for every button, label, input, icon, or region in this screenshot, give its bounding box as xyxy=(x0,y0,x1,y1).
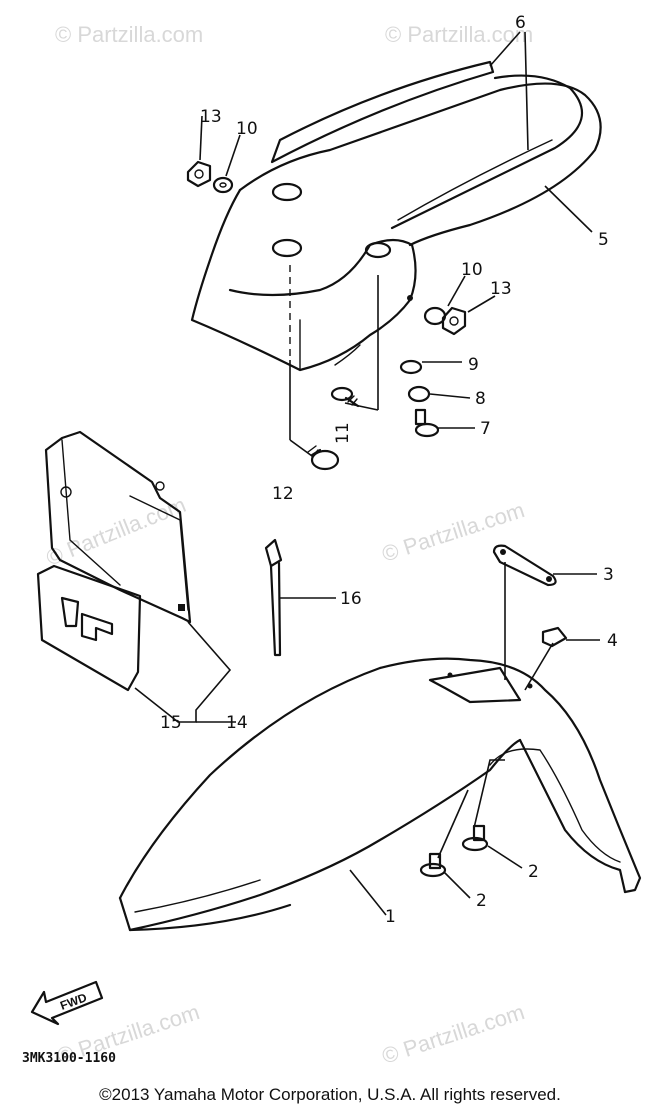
callout-3: 3 xyxy=(603,565,614,585)
callout-6: 6 xyxy=(515,13,526,33)
part-3-bracket xyxy=(492,544,557,587)
watermark: © Partzilla.com xyxy=(385,22,533,47)
callout-11: 11 xyxy=(333,422,353,444)
callout-13: 13 xyxy=(490,279,512,299)
watermark: © Partzilla.com xyxy=(55,22,203,47)
watermark: © Partzilla.com xyxy=(379,999,528,1069)
forward-arrow-icon: FWD xyxy=(30,980,104,1026)
callout-2: 2 xyxy=(476,891,487,911)
callout-8: 8 xyxy=(475,389,486,409)
callouts: 1 2 2 3 4 5 6 7 8 9 10 10 11 12 13 13 14… xyxy=(160,13,618,927)
callout-15: 15 xyxy=(160,713,182,733)
part-5-rear-fender xyxy=(190,82,602,372)
part-15-plate xyxy=(36,564,142,692)
part-2-screws xyxy=(419,824,489,878)
part-14-side-cover xyxy=(44,430,192,624)
callout-10: 10 xyxy=(236,119,258,139)
callout-10: 10 xyxy=(461,260,483,280)
copyright-notice: ©2013 Yamaha Motor Corporation, U.S.A. A… xyxy=(99,1085,561,1104)
callout-9: 9 xyxy=(468,355,479,375)
part-6-graphics xyxy=(270,60,584,230)
leader-lines xyxy=(134,31,600,916)
callout-4: 4 xyxy=(607,631,618,651)
callout-7: 7 xyxy=(480,419,491,439)
callout-16: 16 xyxy=(340,589,362,609)
callout-13: 13 xyxy=(200,107,222,127)
watermarks: © Partzilla.com © Partzilla.com © Partzi… xyxy=(43,22,534,1069)
callout-14: 14 xyxy=(226,713,248,733)
part-16-cable-tie xyxy=(264,538,283,657)
part-4-nut xyxy=(541,626,568,648)
callout-2: 2 xyxy=(528,862,539,882)
diagram-code: 3MK3100-1160 xyxy=(22,1051,116,1066)
callout-5: 5 xyxy=(598,230,609,250)
part-1-front-fender xyxy=(118,657,642,932)
watermark: © Partzilla.com xyxy=(379,497,528,567)
callout-12: 12 xyxy=(272,484,294,504)
callout-1: 1 xyxy=(385,907,396,927)
rear-hardware xyxy=(186,160,467,471)
